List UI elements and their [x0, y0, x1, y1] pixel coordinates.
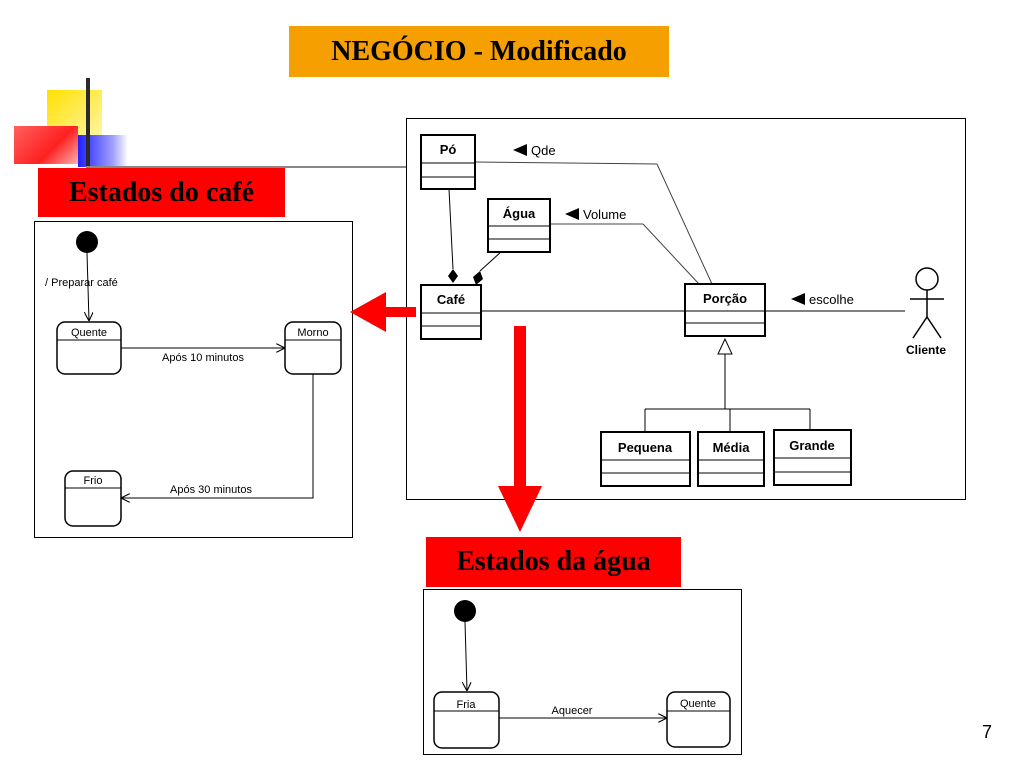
direction-arrow-icon [791, 293, 805, 305]
decorative-red-square [14, 126, 78, 164]
class-pequena: Pequena [600, 431, 691, 487]
association-volume: Volume [583, 207, 626, 222]
decorative-horizontal-line [86, 166, 408, 168]
cafe-state-diagram: / Preparar café Quente Morno Frio Após 1… [45, 231, 342, 527]
transition-label: Após 30 minutos [170, 484, 252, 496]
association-escolhe: escolhe [809, 292, 854, 307]
class-cafe: Café [420, 284, 482, 340]
class-po: Pó [420, 134, 476, 190]
page-title: NEGÓCIO - Modificado [289, 26, 669, 77]
svg-text:Água: Água [503, 206, 536, 221]
svg-text:Morno: Morno [297, 327, 328, 339]
transition-label: Após 10 minutos [162, 352, 244, 364]
association-qde: Qde [531, 143, 556, 158]
svg-text:Quente: Quente [680, 698, 716, 710]
water-states-label: Estados da água [426, 537, 681, 587]
red-arrow-left-icon [350, 292, 416, 332]
svg-text:Café: Café [437, 292, 465, 307]
state-morno: Morno [284, 321, 342, 375]
svg-text:Frio: Frio [84, 475, 103, 487]
actor-icon [910, 267, 944, 339]
svg-text:Porção: Porção [703, 291, 747, 306]
svg-text:Pó: Pó [440, 142, 457, 157]
state-frio: Frio [64, 470, 122, 527]
water-state-diagram: Fria Quente Aquecer [433, 600, 731, 749]
initial-state-icon [454, 600, 476, 622]
class-media: Média [697, 431, 765, 487]
water-state-diagram-frame: Fria Quente Aquecer [423, 589, 742, 755]
state-fria: Fria [433, 691, 500, 749]
transition-label: Aquecer [552, 705, 593, 717]
svg-text:Quente: Quente [71, 327, 107, 339]
red-arrow-down-icon [498, 326, 542, 532]
cafe-state-diagram-frame: / Preparar café Quente Morno Frio Após 1… [34, 221, 353, 538]
class-grande: Grande [773, 429, 852, 486]
direction-arrow-icon [513, 144, 527, 156]
cafe-states-label: Estados do café [38, 168, 285, 217]
svg-text:Grande: Grande [789, 438, 835, 453]
initial-transition-label: / Preparar café [45, 277, 118, 289]
state-quente: Quente [666, 691, 731, 748]
initial-state-icon [76, 231, 98, 253]
class-porcao: Porção [684, 283, 766, 337]
svg-text:Fria: Fria [457, 699, 477, 711]
class-diagram: Qde Volume escolhe Pó Água Café [420, 134, 946, 487]
state-quente: Quente [56, 321, 122, 375]
direction-arrow-icon [565, 208, 579, 220]
class-diagram-frame: Qde Volume escolhe Pó Água Café [406, 118, 966, 500]
svg-text:Pequena: Pequena [618, 440, 673, 455]
decorative-vertical-line [86, 78, 90, 176]
actor-label: Cliente [906, 343, 946, 357]
page-number: 7 [981, 722, 992, 742]
svg-text:Média: Média [713, 440, 751, 455]
class-agua: Água [487, 198, 551, 253]
